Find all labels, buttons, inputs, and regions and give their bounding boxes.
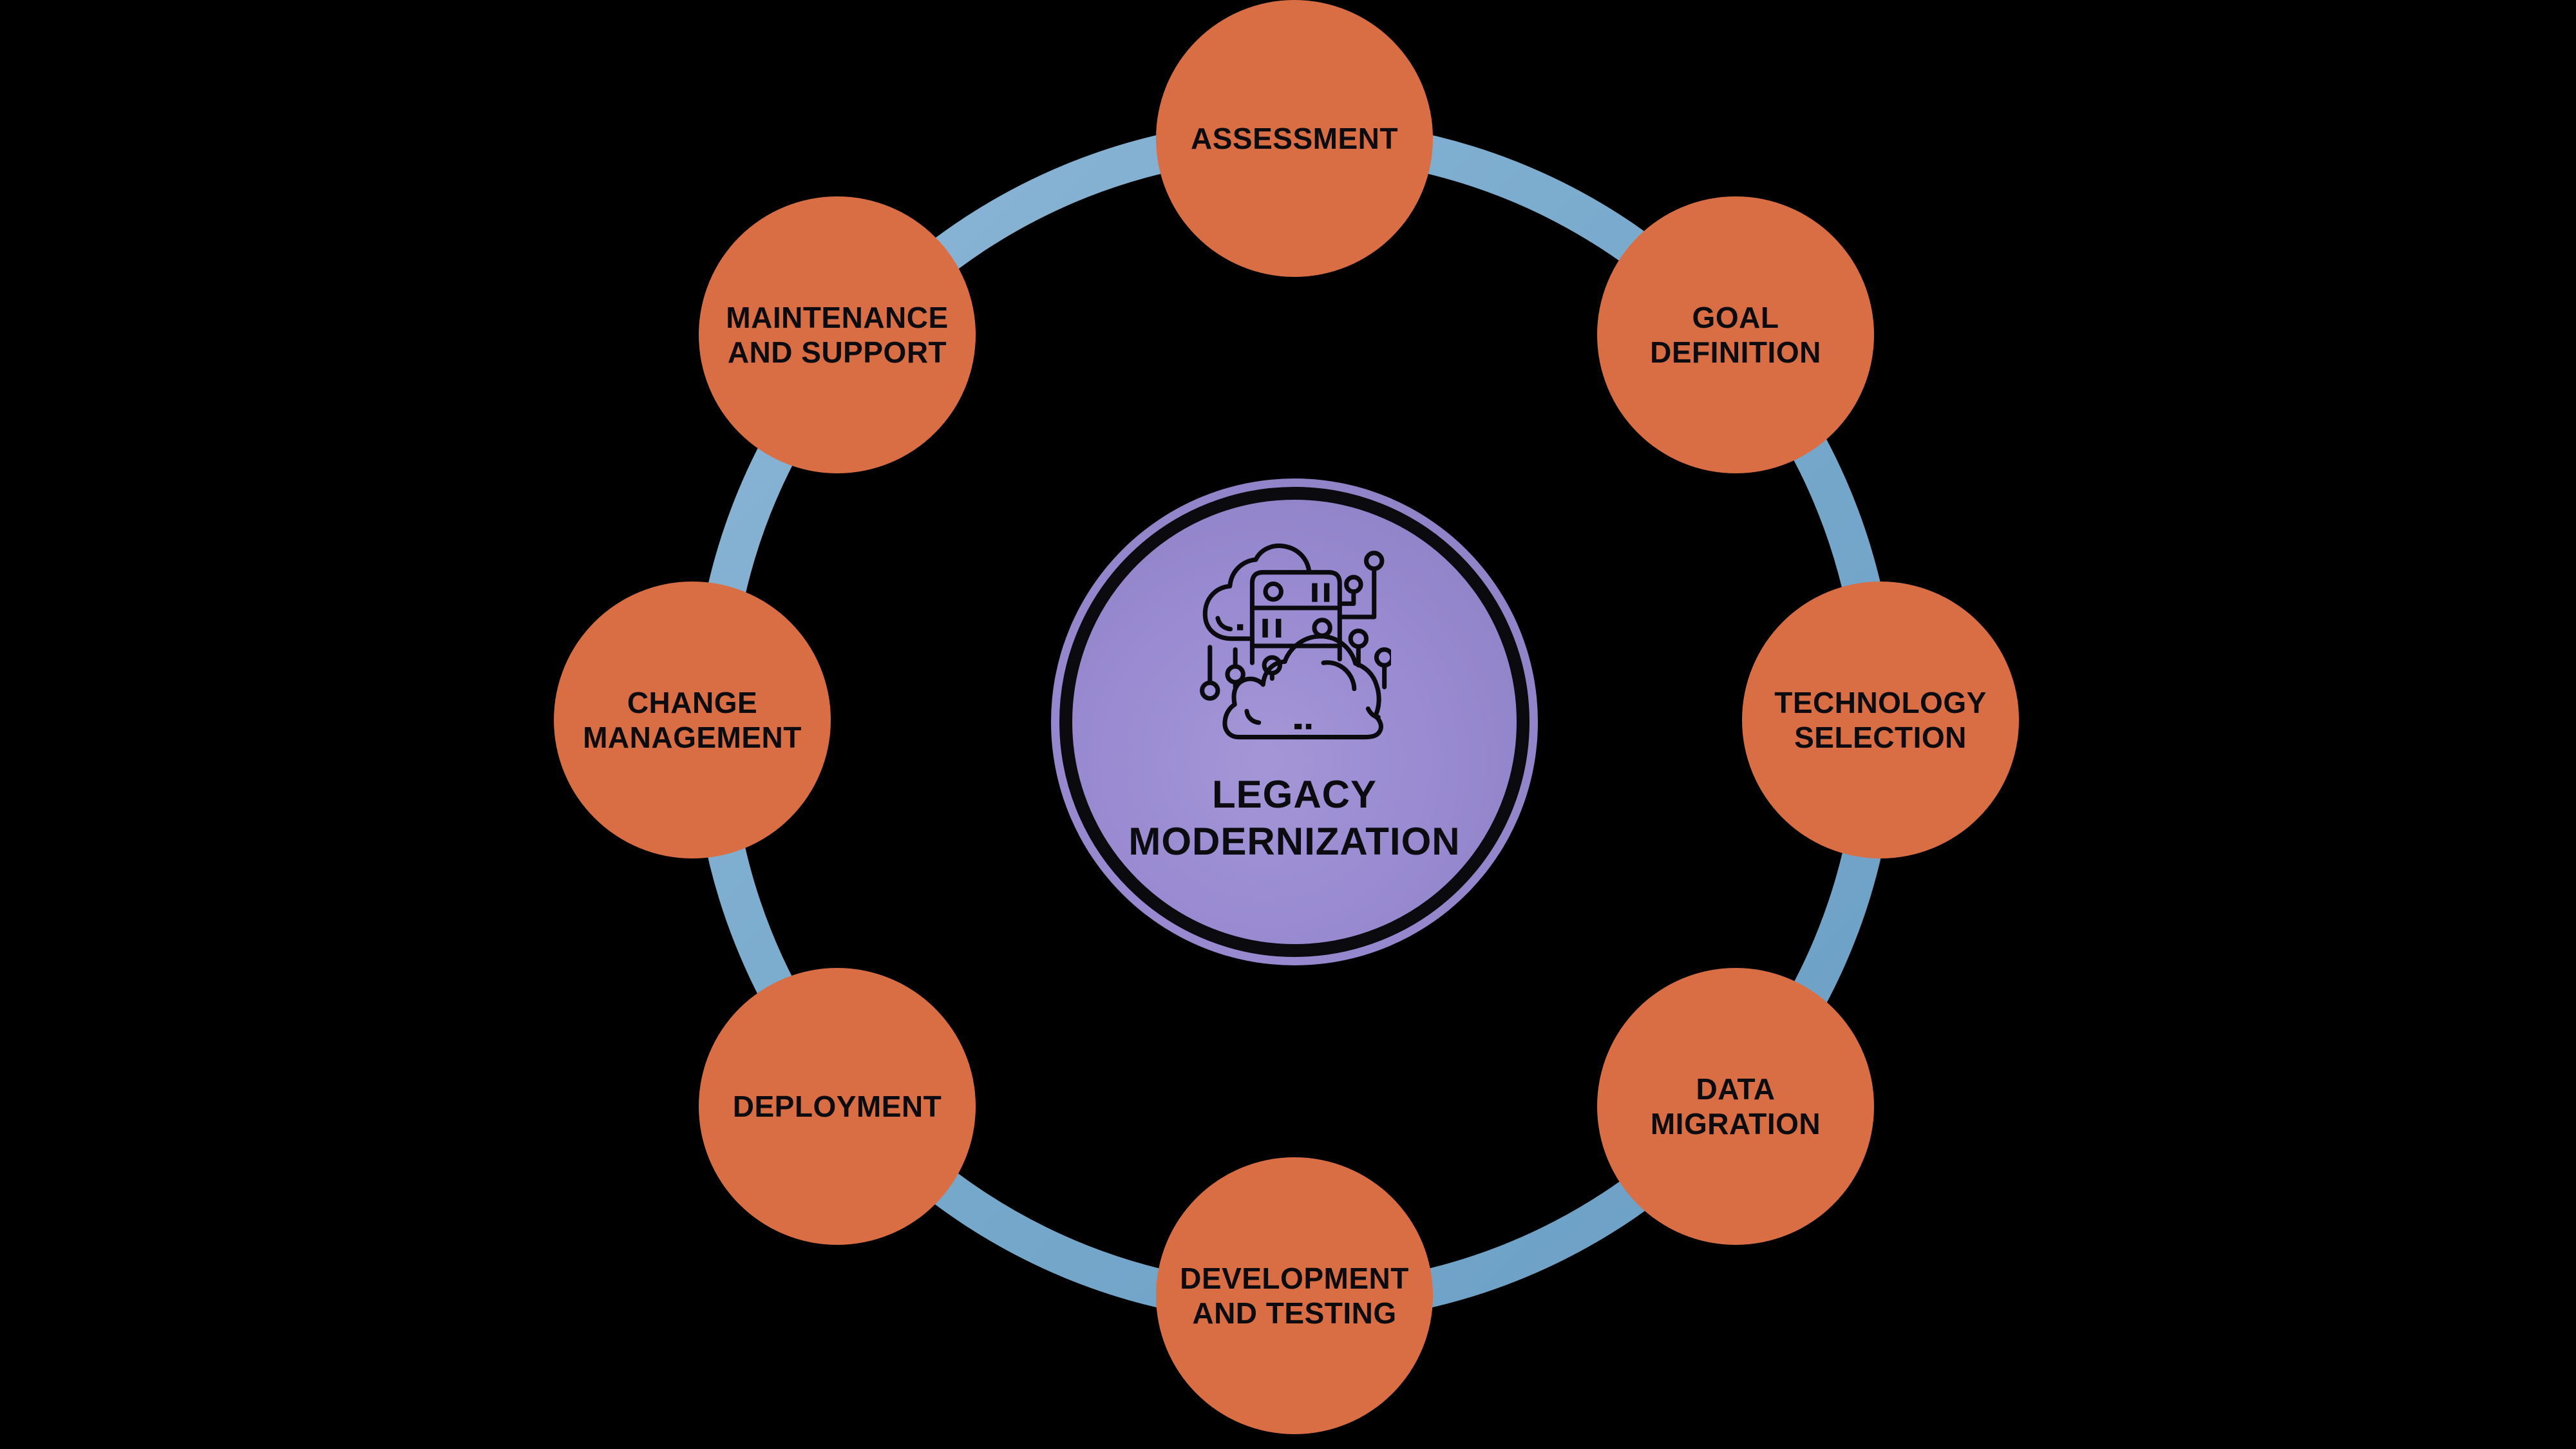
center-label-line: LEGACY bbox=[1211, 773, 1378, 816]
node-label-line: DEFINITION bbox=[1650, 336, 1821, 369]
node-label-line: TECHNOLOGY bbox=[1774, 686, 1987, 719]
node-label-line: DEVELOPMENT bbox=[1180, 1262, 1409, 1295]
node-label-line: ASSESSMENT bbox=[1191, 122, 1398, 155]
center-node-legacy-modernization: LEGACY MODERNIZATION bbox=[1051, 478, 1538, 965]
node-deployment: DEPLOYMENT bbox=[699, 968, 976, 1245]
node-label-line: AND TESTING bbox=[1192, 1296, 1397, 1330]
cloud-server-circuit-icon bbox=[1200, 544, 1391, 740]
node-change-management: CHANGE MANAGEMENT bbox=[554, 582, 831, 858]
bottom-cloud bbox=[1222, 634, 1383, 740]
center-label-line: MODERNIZATION bbox=[1128, 820, 1461, 863]
node-label: DATA MIGRATION bbox=[1651, 1072, 1821, 1141]
node-label-line: MAINTENANCE bbox=[726, 301, 949, 334]
node-goal-definition: GOAL DEFINITION bbox=[1597, 196, 1874, 473]
node-maintenance-and-support: MAINTENANCE AND SUPPORT bbox=[699, 196, 976, 473]
node-label: DEVELOPMENT AND TESTING bbox=[1180, 1261, 1409, 1331]
node-label: MAINTENANCE AND SUPPORT bbox=[726, 300, 948, 370]
node-label-line: CHANGE bbox=[627, 686, 758, 719]
center-label: LEGACY MODERNIZATION bbox=[1128, 771, 1460, 865]
node-technology-selection: TECHNOLOGY SELECTION bbox=[1742, 582, 2019, 858]
node-label-line: SELECTION bbox=[1794, 721, 1967, 754]
node-label: GOAL DEFINITION bbox=[1650, 300, 1821, 370]
node-label-line: MANAGEMENT bbox=[583, 721, 802, 754]
node-label-line: GOAL bbox=[1692, 301, 1779, 334]
server-stack bbox=[1249, 570, 1342, 665]
node-label: ASSESSMENT bbox=[1191, 121, 1398, 156]
node-assessment: ASSESSMENT bbox=[1156, 0, 1433, 277]
node-label: CHANGE MANAGEMENT bbox=[583, 685, 802, 755]
node-label-line: DEPLOYMENT bbox=[732, 1090, 942, 1123]
node-label-line: MIGRATION bbox=[1650, 1107, 1821, 1141]
node-development-and-testing: DEVELOPMENT AND TESTING bbox=[1156, 1157, 1433, 1434]
node-label-line: DATA bbox=[1696, 1072, 1776, 1106]
node-data-migration: DATA MIGRATION bbox=[1597, 968, 1874, 1245]
top-cloud bbox=[1202, 544, 1312, 641]
node-label: TECHNOLOGY SELECTION bbox=[1774, 685, 1987, 755]
node-label-line: AND SUPPORT bbox=[727, 336, 947, 369]
circuit-traces bbox=[1200, 551, 1391, 701]
node-label: DEPLOYMENT bbox=[733, 1089, 942, 1124]
